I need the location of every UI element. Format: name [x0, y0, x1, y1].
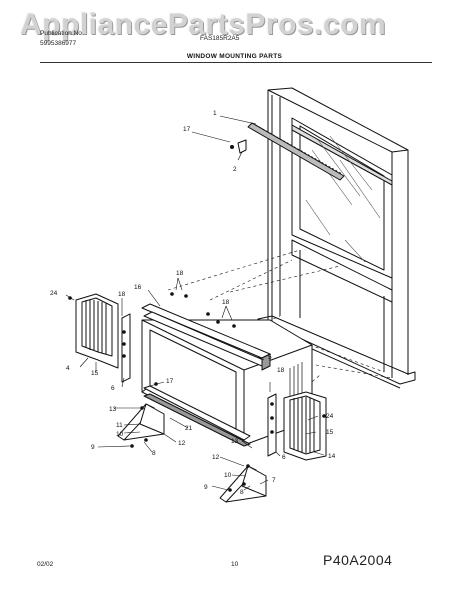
top-channel [141, 303, 271, 371]
callout-18: 18 [222, 299, 230, 306]
callout-14: 14 [328, 453, 336, 460]
right-side-curtain-panel [283, 391, 327, 461]
left-curtain-frame [121, 313, 131, 383]
callout-10: 10 [224, 472, 232, 479]
page-number: 10 [231, 561, 239, 568]
part-callouts: 1 17 2 18 24 18 16 18 4 15 6 5 13 17 18 11 10 12 21 9 8 13 24 1… [50, 110, 336, 496]
callout-17: 17 [166, 378, 174, 385]
publication-label: Publication No. [40, 30, 84, 37]
left-sill-bracket [117, 403, 165, 441]
callout-17: 17 [183, 126, 191, 133]
callout-2: 2 [233, 166, 237, 173]
callout-12: 12 [178, 440, 186, 447]
figure-id: P40A2004 [323, 552, 393, 568]
callout-13: 13 [109, 406, 117, 413]
window-glass-reflections [305, 135, 381, 263]
callout-9: 9 [204, 484, 208, 491]
callout-6: 6 [282, 454, 286, 461]
callout-7: 7 [272, 477, 276, 484]
callout-9: 9 [91, 444, 95, 451]
appliancepartspros-watermark: AppliancePartsPros.com [20, 8, 387, 41]
footer-date: 02/02 [37, 561, 54, 568]
callout-10: 10 [116, 431, 124, 438]
bottom-rail [143, 385, 251, 447]
screws [68, 145, 326, 492]
model-number: FAS185R2A5 [200, 35, 240, 42]
callout-21: 21 [185, 425, 193, 432]
callout-8: 8 [240, 489, 244, 496]
callout-5: 5 [268, 354, 272, 361]
page-title: WINDOW MOUNTING PARTS [186, 53, 283, 60]
window-frame [257, 87, 416, 389]
callout-6: 6 [111, 385, 115, 392]
callout-15: 15 [326, 429, 334, 436]
top-mounting-rail [247, 122, 345, 181]
callout-18: 18 [277, 367, 285, 374]
callout-18: 18 [176, 270, 184, 277]
callout-1: 1 [213, 110, 217, 117]
callout-4: 4 [66, 365, 70, 372]
callout-15: 15 [91, 370, 99, 377]
angle-bracket [237, 139, 247, 154]
callout-24: 24 [50, 290, 58, 297]
callout-11: 11 [116, 422, 123, 429]
callout-8: 8 [152, 450, 156, 457]
callout-13: 13 [231, 438, 239, 445]
callout-12: 12 [212, 454, 220, 461]
callout-18: 18 [118, 291, 126, 298]
publication-number: 5995386977 [40, 40, 77, 47]
callout-24: 24 [326, 413, 334, 420]
left-side-curtain-panel [75, 293, 119, 369]
callout-16: 16 [134, 284, 142, 291]
right-sill-bracket [219, 465, 267, 503]
header-rule [40, 62, 432, 63]
